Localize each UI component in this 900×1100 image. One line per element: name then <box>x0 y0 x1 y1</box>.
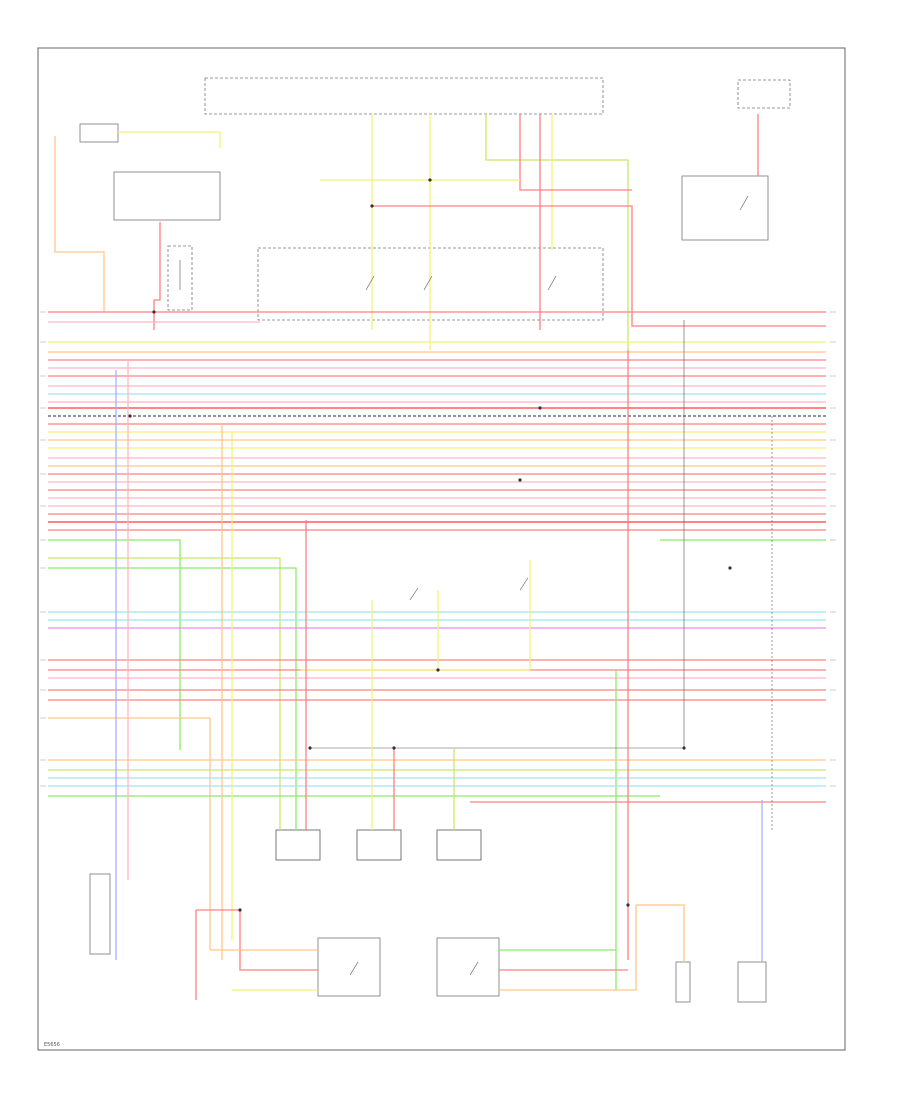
sensor-left <box>89 873 111 955</box>
switch-box-right-front <box>317 937 381 997</box>
diagram-frame <box>37 47 846 1051</box>
wires <box>48 114 826 1000</box>
fuse-box <box>204 77 604 115</box>
relay-right <box>681 175 769 241</box>
top-components <box>79 77 791 1003</box>
edge-ticks <box>40 311 836 787</box>
switch-symbols <box>179 195 749 976</box>
sensor-right <box>737 961 767 1003</box>
sensor-right-tall <box>675 961 691 1003</box>
splice-dots <box>128 178 732 912</box>
component-b <box>356 829 402 861</box>
fuse-box-right <box>737 79 791 109</box>
component-c <box>436 829 482 861</box>
switch-box-left-front <box>436 937 500 997</box>
relay-left <box>167 245 193 311</box>
component-a <box>275 829 321 861</box>
module-top-left <box>79 123 119 143</box>
module-left <box>113 171 221 221</box>
figure-code: E5656 <box>44 1042 60 1048</box>
